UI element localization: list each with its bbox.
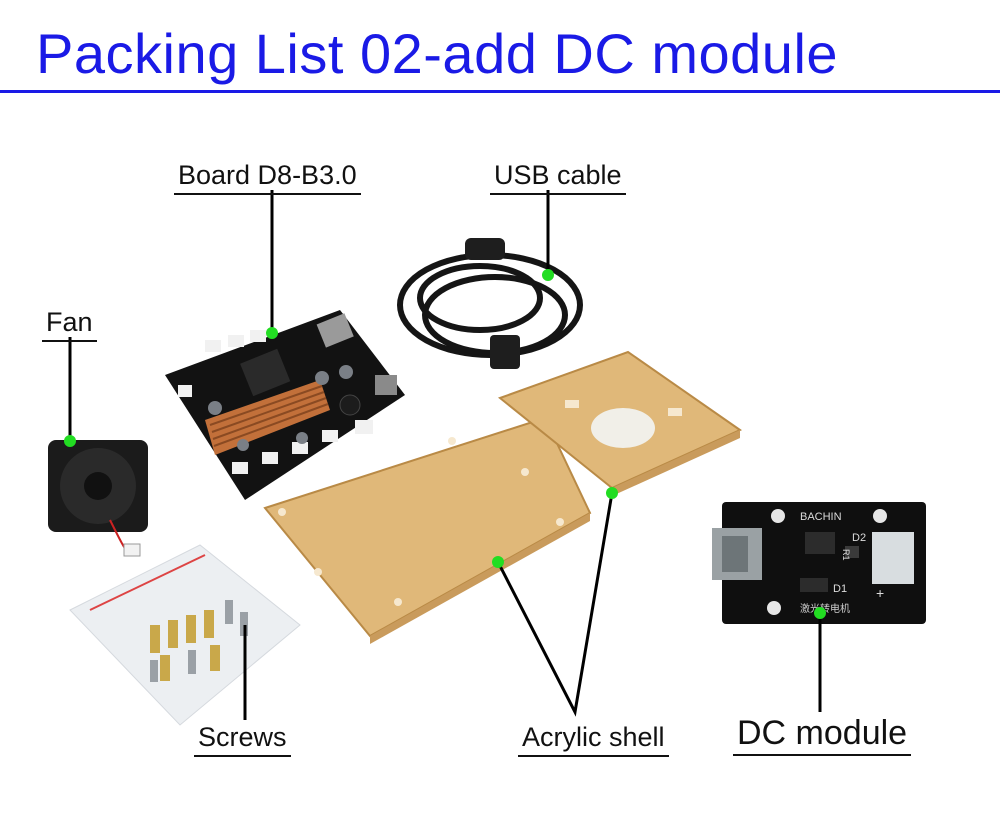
acrylic-marker-small: [606, 487, 618, 499]
dc-module-brand-text: BACHIN: [800, 511, 842, 523]
acrylic-plate-small: [497, 350, 743, 496]
dc-module-d1-text: D1: [833, 583, 847, 595]
label-fan-text: Fan: [46, 307, 93, 337]
dc-module-cn-text: 激光转电机: [800, 602, 850, 615]
label-screws: Screws: [194, 722, 291, 757]
label-board-text: Board D8-B3.0: [178, 160, 357, 190]
label-acrylic-shell: Acrylic shell: [518, 722, 669, 757]
board-marker: [266, 327, 278, 339]
acrylic-callout-line: [496, 492, 614, 717]
dc-module-plus-text: +: [876, 585, 884, 601]
acrylic-marker-large: [492, 556, 504, 568]
callout-markers: [64, 269, 826, 619]
label-board: Board D8-B3.0: [174, 160, 361, 195]
label-board-underline: [174, 193, 361, 195]
label-usb-cable-text: USB cable: [494, 160, 622, 190]
label-dc-module-underline: [733, 754, 912, 756]
label-acrylic-shell-text: Acrylic shell: [522, 722, 665, 752]
fan-image: [48, 440, 148, 557]
label-usb-cable-underline: [490, 193, 626, 195]
dc-module-d2-text: D2: [852, 532, 866, 544]
screws-image: [69, 544, 301, 726]
label-dc-module-text: DC module: [737, 714, 908, 752]
dc-module-image: BACHIN D2 R1 D1 + 激光转电机: [712, 502, 926, 624]
callout-lines: [68, 190, 822, 720]
usb-cable-image: [397, 238, 583, 369]
usb-marker: [542, 269, 554, 281]
fan-marker: [64, 435, 76, 447]
acrylic-plate-large: [263, 416, 592, 644]
title-underline: [0, 90, 1000, 93]
dc-marker: [814, 607, 826, 619]
label-screws-text: Screws: [198, 722, 287, 752]
label-dc-module: DC module: [733, 714, 912, 756]
label-fan: Fan: [42, 307, 97, 342]
dc-module-r1-text: R1: [841, 549, 851, 561]
label-screws-underline: [194, 755, 291, 757]
label-fan-underline: [42, 340, 97, 342]
label-acrylic-shell-underline: [518, 755, 669, 757]
label-usb-cable: USB cable: [490, 160, 626, 195]
board-image: [165, 310, 405, 500]
page-title: Packing List 02-add DC module: [36, 22, 839, 85]
